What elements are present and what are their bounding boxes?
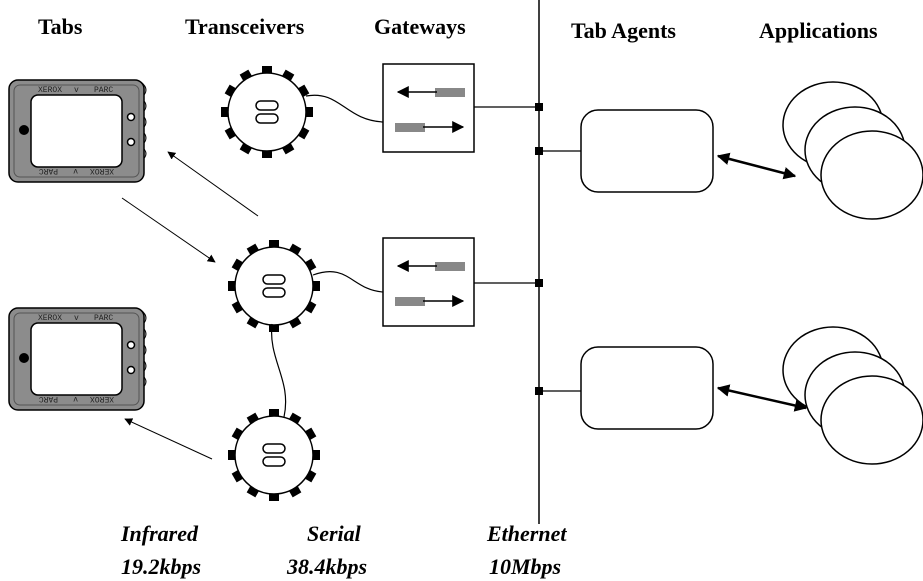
transceiver-lens <box>262 443 286 454</box>
transceiver-3 <box>228 409 320 501</box>
tab-brand-left: XEROX <box>38 314 62 323</box>
ethernet-label: Ethernet <box>486 521 567 546</box>
tab-device-1: XEROX v PARC XEROX v PARC <box>8 79 147 183</box>
transceiver-1 <box>221 66 313 158</box>
tab-brand-right: PARC <box>94 86 113 95</box>
applications-group-2 <box>782 326 923 465</box>
header-transceivers: Transceivers <box>185 14 305 39</box>
tab-agent-2 <box>580 346 714 430</box>
tab-brand-right-inverted: PARC <box>39 166 58 175</box>
serial-label: Serial <box>307 521 362 546</box>
tab-brand-mark: v <box>74 86 79 95</box>
infrared-rate-label: 19.2kbps <box>121 554 201 579</box>
ethernet-rate-label: 10Mbps <box>489 554 561 579</box>
transceiver-lens <box>255 100 279 111</box>
applications-group-1 <box>782 81 923 220</box>
tab-brand-left-inverted: XEROX <box>90 166 114 175</box>
serial-cable-2 <box>312 270 384 293</box>
infrared-label: Infrared <box>120 521 199 546</box>
tab-button <box>19 353 29 363</box>
serial-chain-cable <box>270 323 287 418</box>
tab-brand-mark-inverted: v <box>73 394 78 403</box>
tab-screen <box>30 322 123 396</box>
infrared-arrow-to-tab-1 <box>167 151 259 217</box>
serial-rate-label: 38.4kbps <box>286 554 367 579</box>
tab-brand-left-inverted: XEROX <box>90 394 114 403</box>
infrared-arrow-from-tab-1 <box>121 197 216 263</box>
tab-device-2: XEROX v PARC XEROX v PARC <box>8 307 147 411</box>
tab-brand-left: XEROX <box>38 86 62 95</box>
gateway-1 <box>382 63 475 153</box>
header-tab-agents: Tab Agents <box>571 18 676 43</box>
tab-agent-1 <box>580 109 714 193</box>
header-applications: Applications <box>759 18 878 43</box>
tab-brand-right-inverted: PARC <box>39 394 58 403</box>
agent-application-link-1 <box>716 152 797 180</box>
tab-screen <box>30 94 123 168</box>
agent-application-link-2 <box>716 384 808 412</box>
header-gateways: Gateways <box>374 14 466 39</box>
tab-button <box>19 125 29 135</box>
transceiver-lens <box>262 274 286 285</box>
transceiver-2 <box>228 240 320 332</box>
tab-brand-mark-inverted: v <box>73 166 78 175</box>
tab-brand-right: PARC <box>94 314 113 323</box>
tab-brand-mark: v <box>74 314 79 323</box>
gateway-2 <box>382 237 475 327</box>
infrared-arrow-to-tab-2 <box>124 418 213 460</box>
header-tabs: Tabs <box>38 14 83 39</box>
serial-cable-1 <box>305 94 384 123</box>
